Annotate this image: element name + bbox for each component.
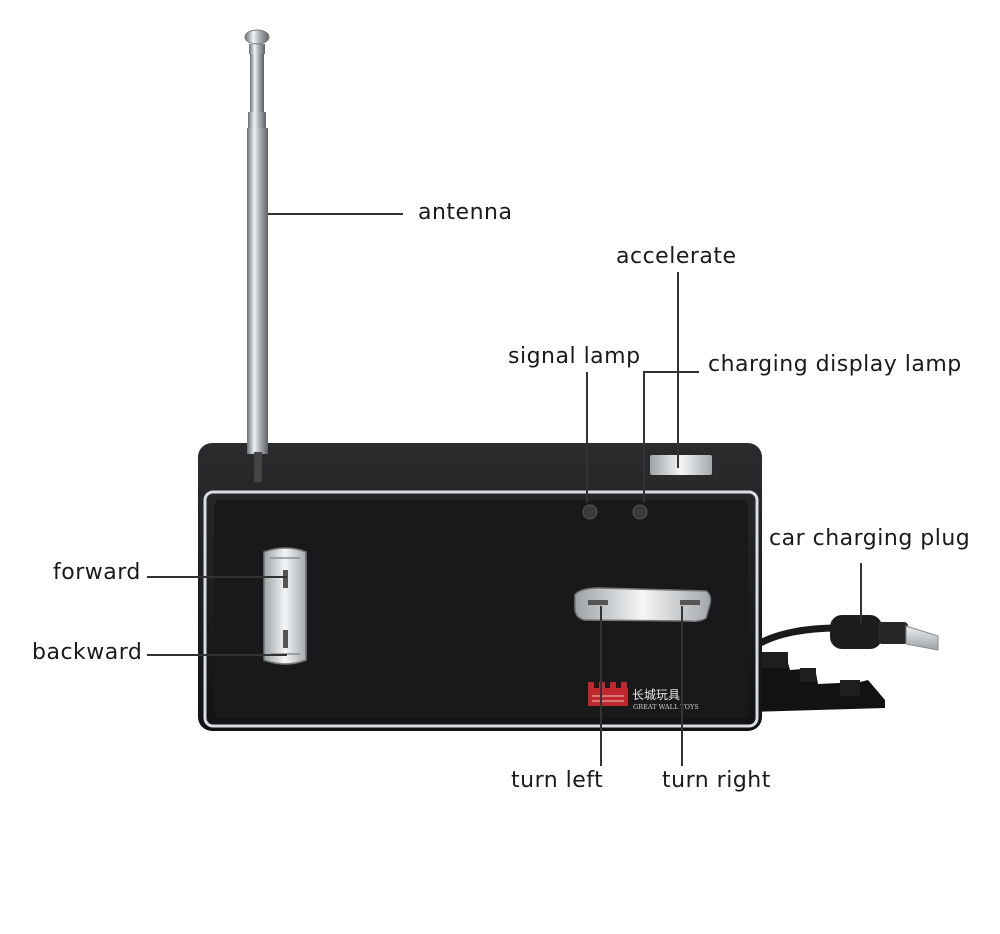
forward-backward-lever [263,547,307,665]
backward-label: backward [32,640,143,665]
antenna [244,29,270,482]
antenna-leader [268,213,403,215]
great-wall-logo-icon [588,682,628,706]
charging-lamp-leader-v [643,371,645,502]
accelerate-label: accelerate [616,244,737,269]
car-charging-plug-label: car charging plug [769,526,971,551]
antenna-label: antenna [418,200,513,225]
charging-display-lamp [632,504,648,520]
charging-display-lamp-label: charging display lamp [708,352,962,377]
remote-body [198,443,762,731]
backward-leader [147,654,287,656]
brand-chinese-text: 长城玩具 [632,688,680,702]
signal-lamp [582,504,598,520]
plug-leader [860,563,862,623]
turn-right-leader [681,606,683,766]
forward-leader [147,576,287,578]
charging-lamp-leader-h [643,371,699,373]
signal-lamp-leader [586,372,588,502]
turn-left-label: turn left [511,768,604,793]
steering-lever [574,587,712,622]
accelerate-leader [677,272,679,468]
charging-cable [750,615,939,651]
accelerate-button [643,451,719,481]
signal-lamp-label: signal lamp [508,344,641,369]
plug-holder [750,652,885,712]
brand-english-text: GREAT WALL TOYS [633,703,699,711]
forward-label: forward [53,560,141,585]
turn-left-leader [600,606,602,766]
turn-right-label: turn right [662,768,771,793]
